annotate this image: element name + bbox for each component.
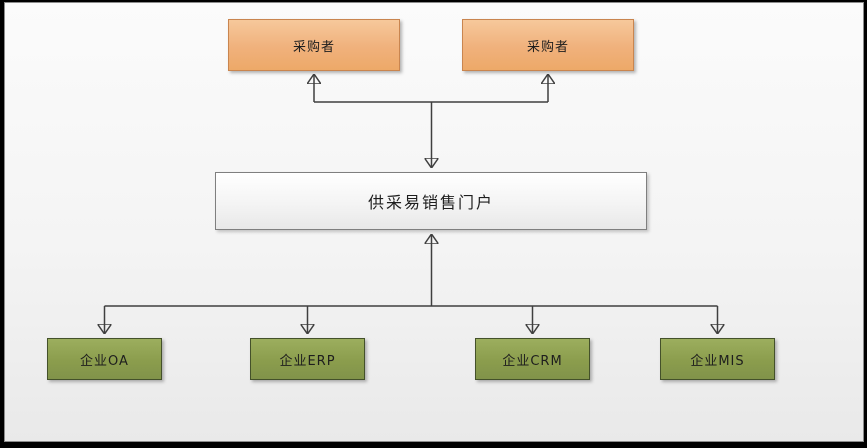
node-enterprise-mis: 企业MIS — [660, 338, 775, 380]
node-enterprise-erp: 企业ERP — [250, 338, 365, 380]
node-sales-portal: 供采易销售门户 — [215, 172, 647, 230]
node-purchaser-left-label: 采购者 — [292, 39, 335, 55]
node-enterprise-oa-label: 企业OA — [80, 353, 129, 369]
node-purchaser-left: 采购者 — [228, 19, 400, 71]
node-purchaser-right: 采购者 — [462, 19, 634, 71]
node-enterprise-mis-label: 企业MIS — [690, 353, 745, 369]
node-enterprise-oa: 企业OA — [47, 338, 162, 380]
node-purchaser-right-label: 采购者 — [526, 39, 569, 55]
node-enterprise-crm-label: 企业CRM — [502, 353, 563, 369]
node-enterprise-crm: 企业CRM — [475, 338, 590, 380]
node-sales-portal-label: 供采易销售门户 — [367, 193, 494, 212]
node-enterprise-erp-label: 企业ERP — [279, 353, 336, 369]
